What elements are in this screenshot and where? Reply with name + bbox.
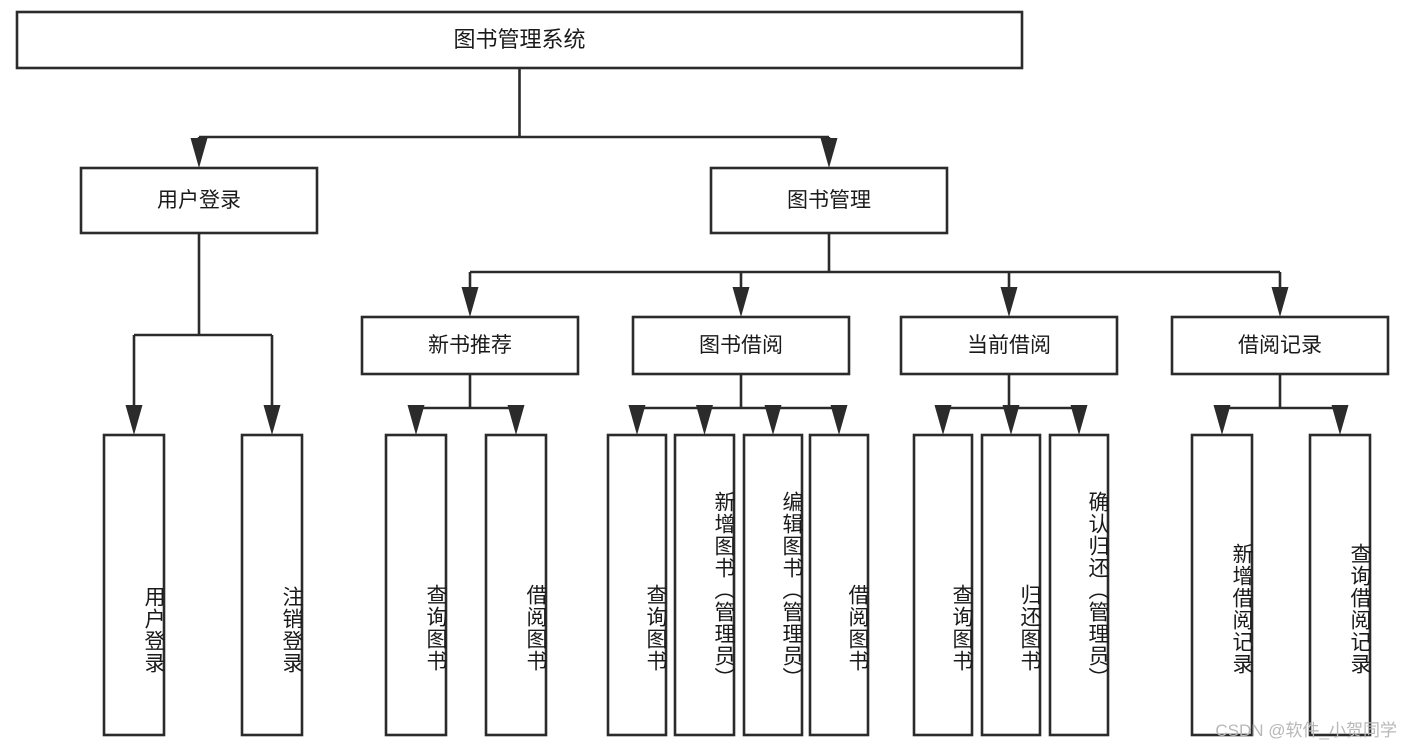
arrow-head-icon-leaf-edit-book xyxy=(764,405,782,435)
node-box-layer xyxy=(15,10,1390,737)
node-box-current-borrow[interactable] xyxy=(899,315,1119,376)
node-label-borrow-records: 借阅记录 xyxy=(1238,334,1322,357)
arrow-head-icon-leaf-borrow-book-recommend xyxy=(507,405,525,435)
node-box-leaf-add-borrow-record[interactable] xyxy=(1190,433,1254,737)
arrow-head-icon-leaf-query-book-recommend xyxy=(407,405,425,435)
arrow-head-icon-leaf-logout xyxy=(263,405,281,435)
arrow-head-icon-leaf-return-book xyxy=(1002,405,1020,435)
arrow-head-icon-new-book-recommend xyxy=(461,287,479,317)
arrow-head-icon-book-management xyxy=(820,138,838,168)
node-box-leaf-add-book[interactable] xyxy=(673,433,736,737)
node-box-root[interactable] xyxy=(15,10,1024,70)
arrow-head-icon-leaf-confirm-return xyxy=(1070,405,1088,435)
arrow-head-icon-leaf-user-login xyxy=(125,405,143,435)
node-box-book-borrow[interactable] xyxy=(631,315,851,376)
arrow-head-icon-leaf-query-book-borrow xyxy=(628,405,646,435)
node-box-borrow-records[interactable] xyxy=(1170,315,1390,376)
connector-layer xyxy=(125,68,1349,435)
arrow-head-icon-leaf-query-borrow-record xyxy=(1331,405,1349,435)
node-box-leaf-return-book[interactable] xyxy=(980,433,1042,737)
arrow-head-icon-current-borrow xyxy=(1000,287,1018,317)
node-label-root: 图书管理系统 xyxy=(453,27,585,52)
node-box-leaf-edit-book[interactable] xyxy=(742,433,804,737)
node-label-new-book-recommend: 新书推荐 xyxy=(428,334,512,357)
arrow-head-icon-leaf-borrow-book xyxy=(830,405,848,435)
arrow-head-icon-leaf-add-borrow-record xyxy=(1213,405,1231,435)
arrow-head-icon-leaf-add-book xyxy=(696,405,713,435)
arrow-head-icon-borrow-records xyxy=(1271,287,1289,317)
node-box-leaf-user-login[interactable] xyxy=(102,433,166,737)
node-label-current-borrow: 当前借阅 xyxy=(967,334,1051,357)
node-label-user-login: 用户登录 xyxy=(157,189,241,212)
node-box-leaf-borrow-book-recommend[interactable] xyxy=(484,433,548,737)
node-box-user-login[interactable] xyxy=(79,166,319,235)
node-box-leaf-query-borrow-record[interactable] xyxy=(1308,433,1372,737)
node-box-new-book-recommend[interactable] xyxy=(360,315,580,376)
node-box-leaf-logout[interactable] xyxy=(240,433,304,737)
node-box-leaf-confirm-return[interactable] xyxy=(1048,433,1110,737)
node-label-book-management: 图书管理 xyxy=(787,189,871,212)
node-box-leaf-query-book-recommend[interactable] xyxy=(384,433,448,737)
node-box-leaf-query-book-borrow[interactable] xyxy=(606,433,668,737)
node-box-book-management[interactable] xyxy=(709,166,949,235)
arrow-head-icon-user-login xyxy=(190,138,208,168)
arrow-head-icon-book-borrow xyxy=(732,287,750,317)
node-box-leaf-borrow-book[interactable] xyxy=(808,433,870,737)
node-box-leaf-query-book-current[interactable] xyxy=(912,433,974,737)
node-label-book-borrow: 图书借阅 xyxy=(699,334,783,357)
arrow-head-icon-leaf-query-book-current xyxy=(934,405,952,435)
